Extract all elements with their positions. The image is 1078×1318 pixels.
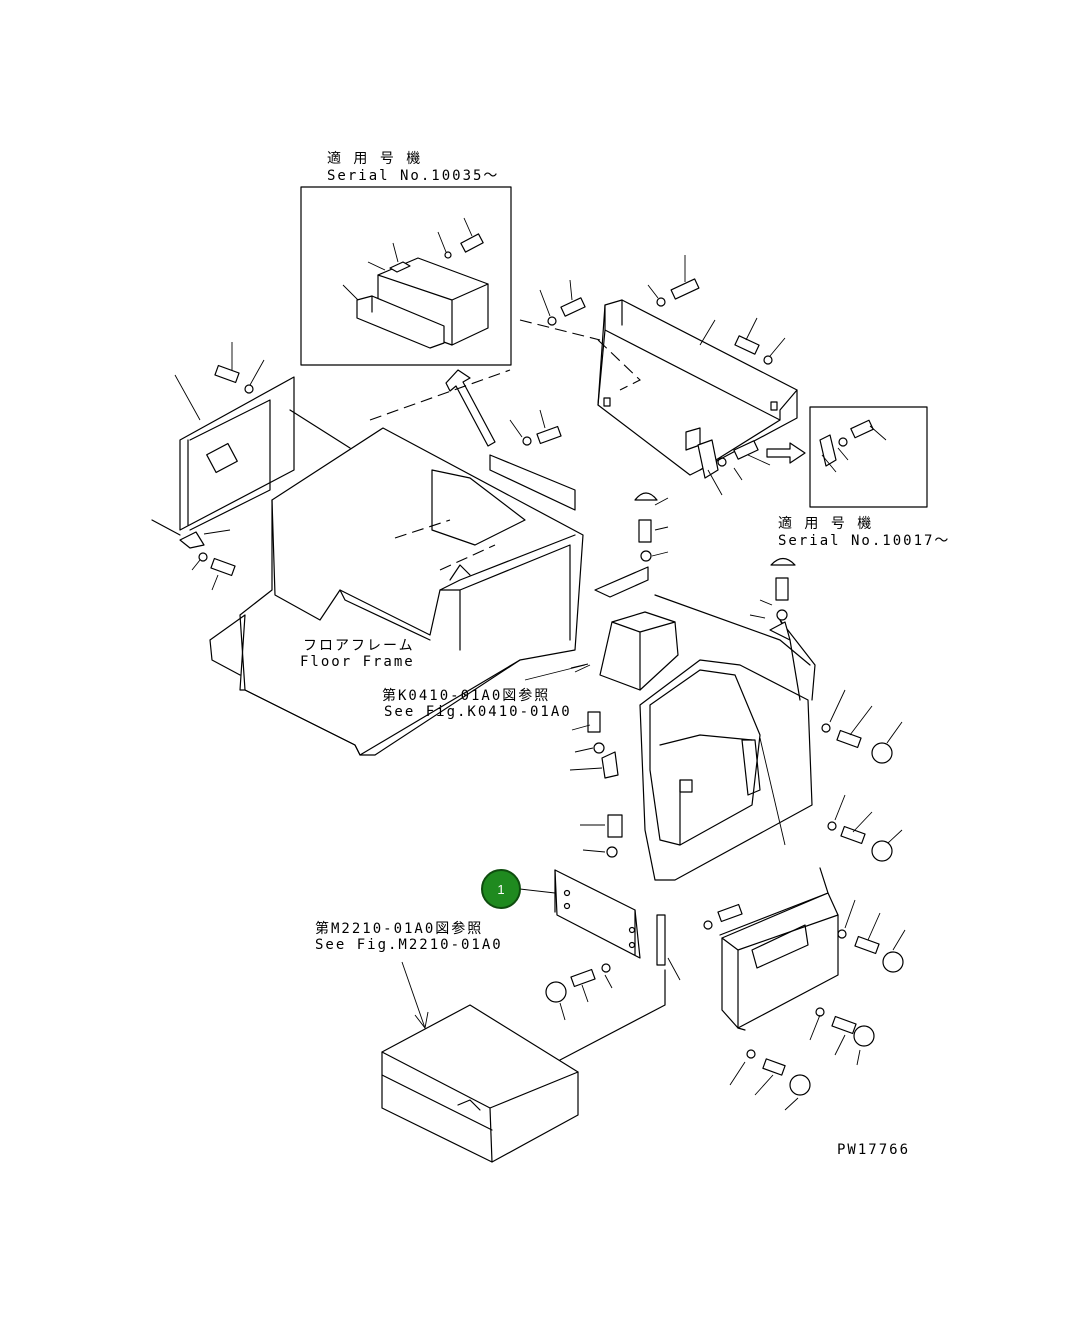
bottom-box: [381, 961, 666, 1163]
lower-right-cover: [719, 867, 839, 1031]
detail-box-serial-10035: [300, 186, 512, 366]
left-side-panel: [151, 342, 351, 591]
detail-right-jp-label: 適 用 号 機: [778, 516, 874, 532]
arrow-to-detail-top: [445, 369, 496, 447]
ref-m2210-jp-label: 第M2210-01A0図参照: [315, 921, 484, 937]
hardware-middle: [569, 492, 796, 858]
detail-box-serial-10017: [809, 406, 928, 508]
rear-bracket-upper: [519, 299, 798, 479]
detail-top-jp-label: 適 用 号 機: [327, 151, 423, 167]
hardware-top: [509, 255, 786, 496]
cover-assembly: [594, 566, 816, 881]
floor-frame-jp-label: フロアフレーム: [303, 638, 415, 654]
detail-right-serial-label: Serial No.10017～: [778, 533, 951, 549]
arrow-to-detail-right: [766, 442, 806, 464]
hardware-lower-right: [729, 899, 906, 1111]
floor-frame: [209, 369, 584, 756]
drawing-number: PW17766: [837, 1142, 911, 1158]
floor-frame-en-label: Floor Frame: [300, 654, 415, 670]
ref-m2210-en-label: See Fig.M2210-01A0: [315, 937, 503, 953]
detail-top-serial-label: Serial No.10035～: [327, 168, 500, 184]
ref-k0410-jp-label: 第K0410-01A0図参照: [382, 688, 551, 704]
callout-part-1[interactable]: 1: [481, 869, 521, 909]
ref-k0410-en-label: See Fig.K0410-01A0: [384, 704, 572, 720]
hardware-right: [821, 689, 903, 862]
plate-part-1: [519, 869, 743, 1021]
